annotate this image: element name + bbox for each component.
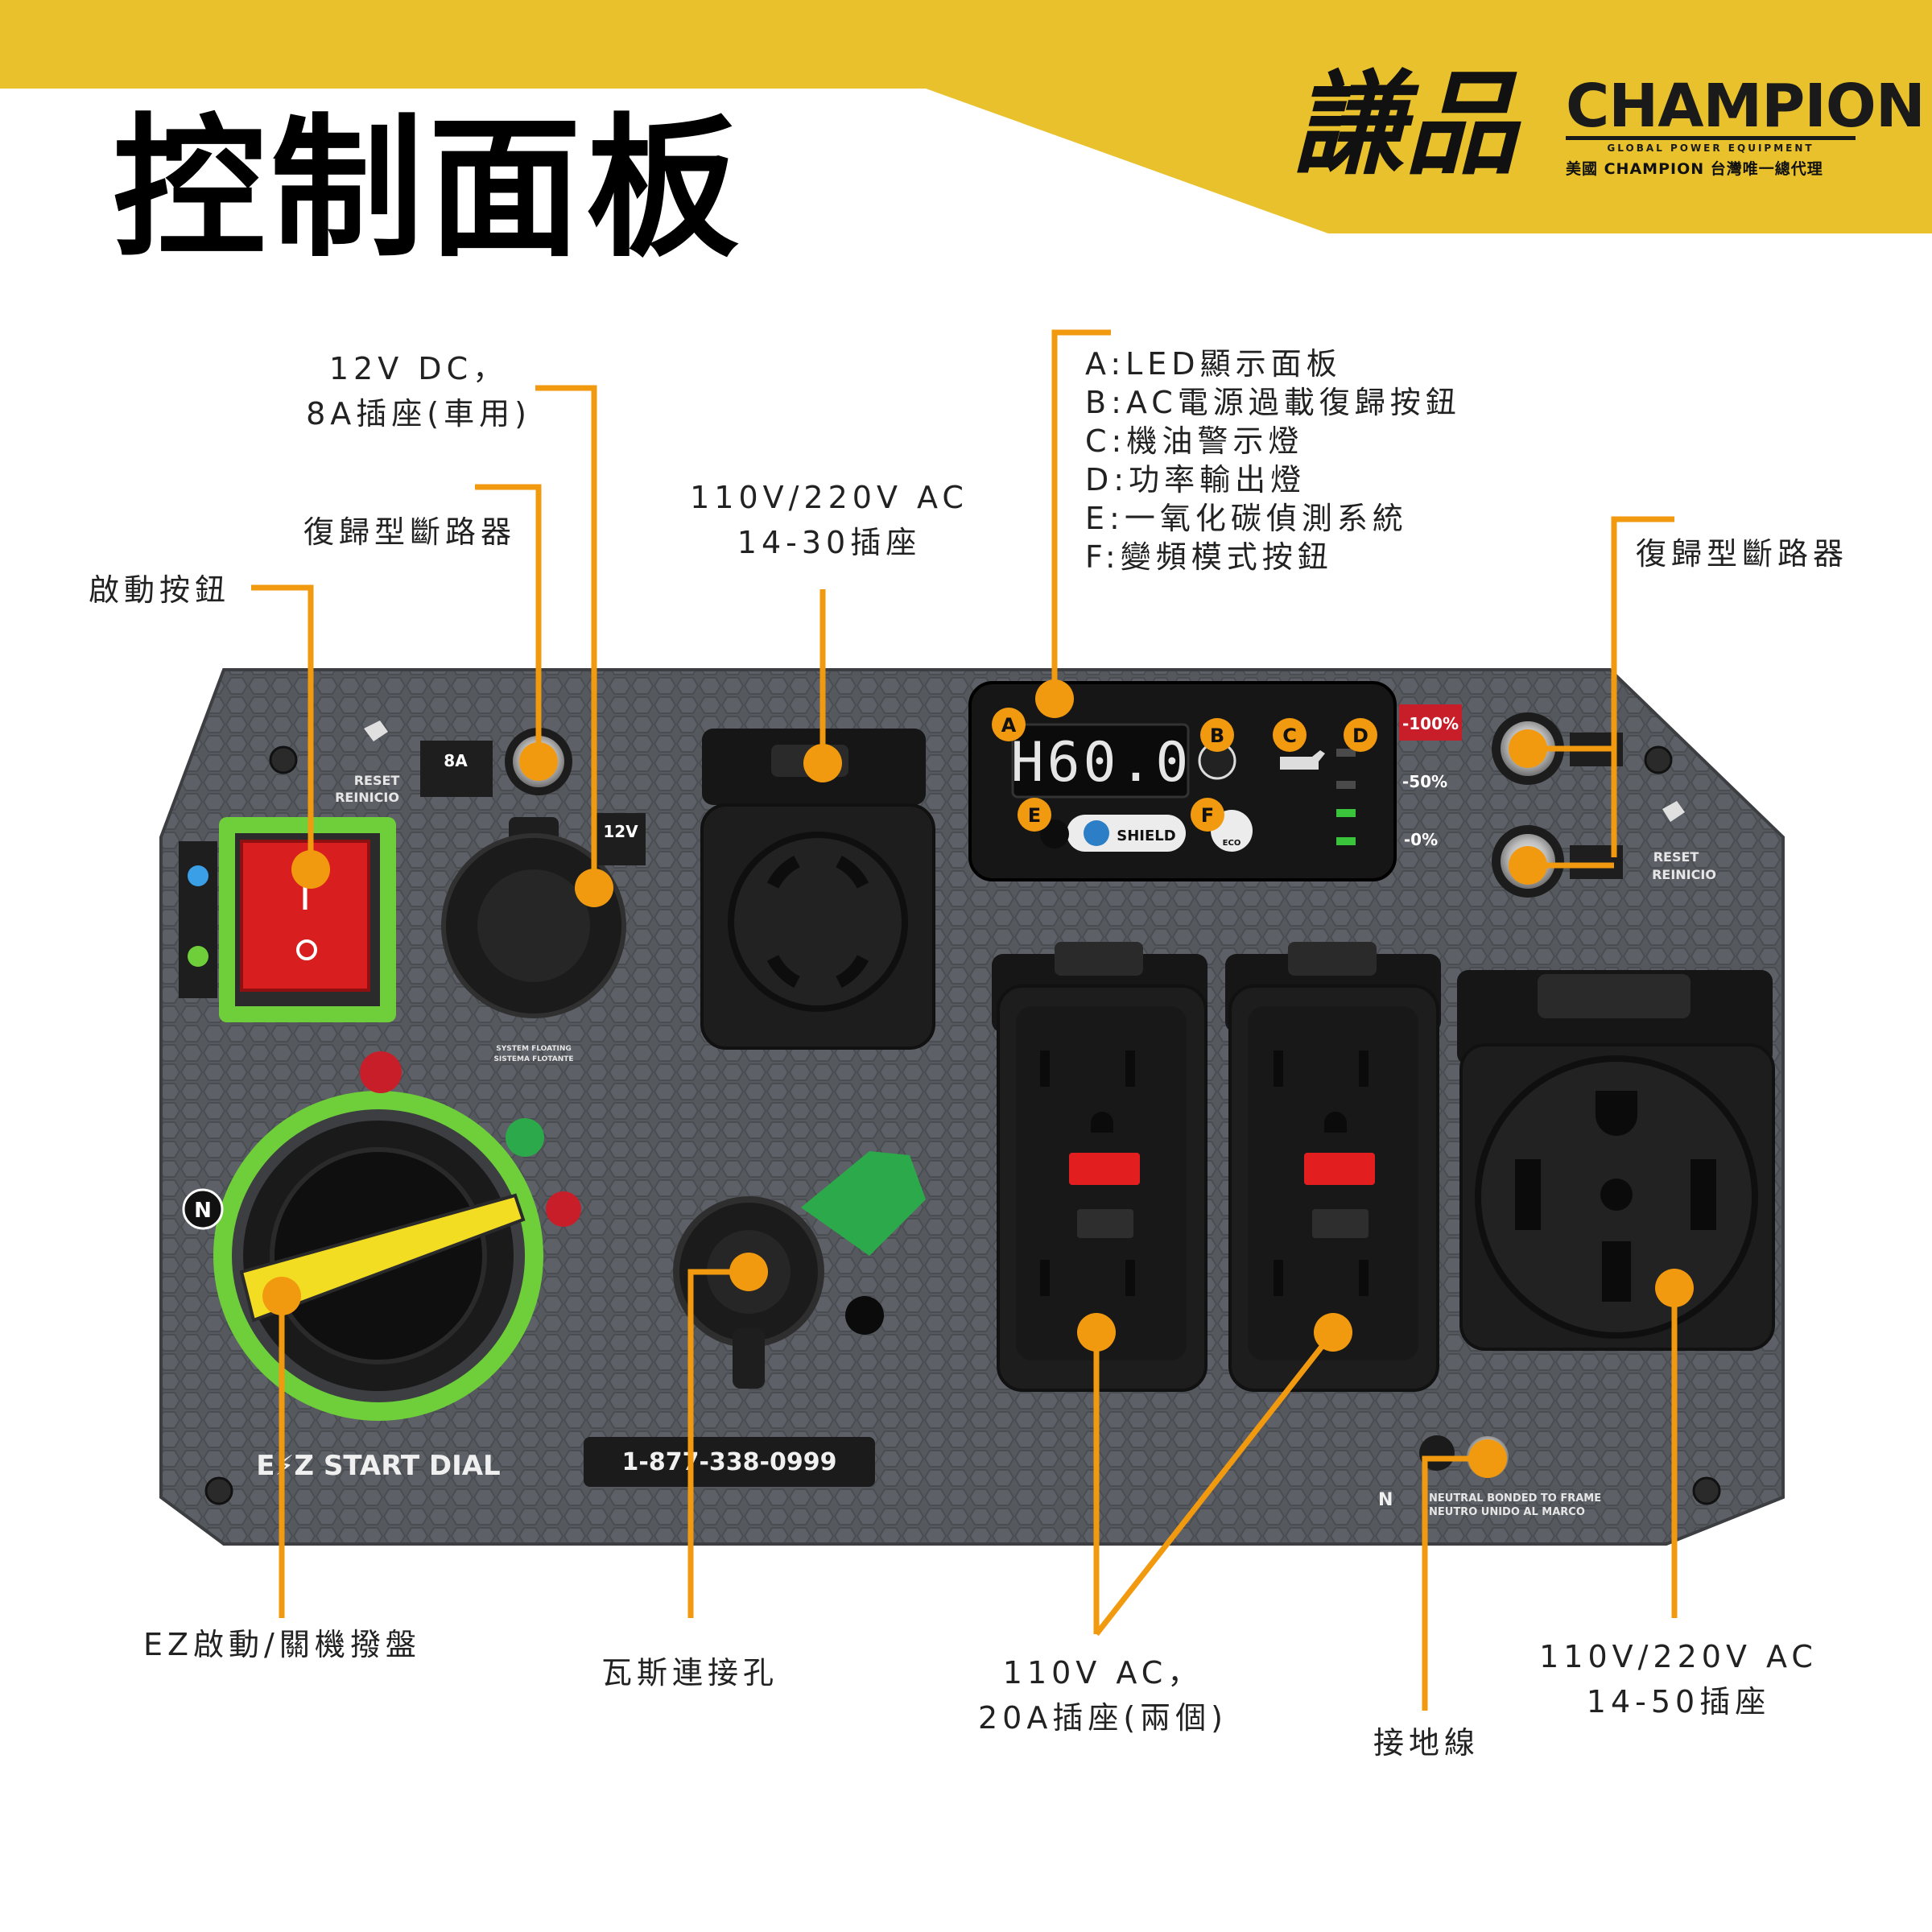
- label-ac-1450: 110V/220V AC 14-50插座: [1517, 1634, 1839, 1724]
- legend-f: F:變頻模式按鈕: [1085, 539, 1333, 575]
- neutral-note-es: NEUTRO UNIDO AL MARCO: [1429, 1506, 1585, 1518]
- label-gas-port: 瓦斯連接孔: [601, 1655, 779, 1690]
- letter-marker-e-label: E: [1028, 804, 1041, 827]
- label-ac-1450-line1: 110V/220V AC: [1539, 1639, 1818, 1674]
- label-dc-outlet: 12V DC， 8A插座(車用): [266, 346, 572, 436]
- dial-off-letter: N: [194, 1199, 212, 1223]
- letter-marker-d-label: D: [1352, 724, 1368, 747]
- screw-icon: [204, 745, 1721, 1505]
- co-shield-label: SHIELD: [1117, 828, 1175, 844]
- power-50-label: -50%: [1402, 772, 1447, 791]
- label-led-legend: A:LED顯示面板 B:AC電源過載復歸按鈕 C:機油警示燈 D:功率輸出燈 E…: [1085, 345, 1461, 576]
- letter-marker-f-label: F: [1201, 804, 1214, 827]
- label-ac-20a: 110V AC， 20A插座(兩個): [942, 1650, 1264, 1740]
- label-ac-1450-line2: 14-50插座: [1586, 1684, 1771, 1719]
- brand-tagline: GLOBAL POWER EQUIPMENT: [1607, 142, 1814, 154]
- ez-start-dial[interactable]: [213, 1091, 543, 1421]
- reset-label-right-en: RESET: [1653, 849, 1699, 865]
- label-ac-1430-line2: 14-30插座: [737, 525, 922, 560]
- label-ac-1430: 110V/220V AC 14-30插座: [660, 475, 998, 565]
- co-sensor-indicator: [1040, 819, 1069, 848]
- header-banner: [0, 0, 1932, 233]
- neutral-n-symbol: N: [1378, 1490, 1393, 1510]
- led-readout: H60.0: [1011, 731, 1192, 795]
- label-start-button: 啟動按鈕: [89, 572, 231, 608]
- page-title: 控制面板: [113, 100, 745, 278]
- label-breaker-left: 復歸型斷路器: [303, 514, 517, 550]
- letter-marker-c: [1273, 718, 1307, 752]
- support-phone-number: 1-877-338-0999: [622, 1448, 837, 1476]
- reset-hand-icon: [364, 720, 388, 741]
- letter-marker-f: [1191, 798, 1224, 832]
- gfci-outlet-20a-2[interactable]: [1225, 942, 1441, 1392]
- dc-voltage-label: 12V: [603, 822, 638, 841]
- reset-label-right-es: REINICIO: [1652, 867, 1716, 882]
- co-shield-badge: [1067, 815, 1186, 852]
- start-rocker-switch[interactable]: [219, 817, 396, 1022]
- legend-e: E:一氧化碳偵測系統: [1085, 501, 1408, 536]
- gfci-outlet-20a-1[interactable]: [992, 942, 1208, 1392]
- brand-calligraphy-logo: 謙品: [1292, 59, 1518, 191]
- power-100-tag: [1399, 704, 1462, 741]
- legend-a: A:LED顯示面板: [1085, 346, 1342, 382]
- power-0-label: -0%: [1404, 830, 1438, 849]
- brand-agent-text: 美國 CHAMPION 台灣唯一總代理: [1566, 160, 1823, 178]
- reset-label-es: REINICIO: [335, 790, 399, 805]
- fuel-propane-icon: [506, 1118, 544, 1157]
- ez-start-label: E⚡Z START DIAL: [256, 1450, 500, 1482]
- label-breaker-right: 復歸型斷路器: [1636, 536, 1849, 572]
- label-dc-outlet-line1: 12V DC，: [328, 351, 509, 386]
- reset-hand-icon-right: [1662, 801, 1685, 822]
- label-ac-20a-line2: 20A插座(兩個): [978, 1700, 1228, 1736]
- support-phone-tag: [584, 1437, 875, 1487]
- legend-b: B:AC電源過載復歸按鈕: [1085, 385, 1461, 420]
- letter-marker-c-label: C: [1282, 724, 1297, 747]
- outlet-14-50[interactable]: [1457, 970, 1775, 1351]
- letter-marker-e: [1018, 798, 1051, 832]
- callout-lines: [251, 329, 1678, 1711]
- dc-system-note-1: SYSTEM FLOATING: [496, 1045, 572, 1053]
- fuel-off-icon: [546, 1191, 581, 1227]
- dc-voltage-tag: [596, 813, 646, 865]
- reset-label-en: RESET: [354, 773, 400, 788]
- label-ground: 接地線: [1373, 1725, 1480, 1761]
- oil-warning-icon: [1280, 750, 1325, 770]
- fuel-gasoline-icon: [360, 1051, 402, 1093]
- letter-marker-b: [1200, 718, 1234, 752]
- letter-marker-a: [992, 708, 1026, 741]
- dc-system-note-2: SISTEMA FLOTANTE: [493, 1055, 573, 1063]
- letter-marker-d: [1344, 718, 1377, 752]
- dc-12v-socket[interactable]: [441, 817, 626, 1018]
- eco-mode-label: ECO: [1223, 839, 1241, 848]
- neutral-note-en: NEUTRAL BONDED TO FRAME: [1429, 1492, 1601, 1505]
- label-ez-dial: EZ啟動/關機撥盤: [143, 1627, 421, 1662]
- callout-dots: [262, 679, 1694, 1478]
- label-dc-outlet-line2: 8A插座(車用): [306, 396, 531, 431]
- dial-off-marker: [182, 1188, 224, 1230]
- dc-breaker-rating: 8A: [444, 751, 468, 770]
- power-output-leds: [1336, 749, 1356, 845]
- label-ac-1430-line1: 110V/220V AC: [690, 480, 968, 515]
- label-ac-20a-line1: 110V AC，: [1002, 1655, 1203, 1690]
- letter-marker-a-label: A: [1001, 714, 1017, 737]
- power-100-label: -100%: [1402, 714, 1459, 733]
- legend-d: D:功率輸出燈: [1085, 462, 1307, 497]
- dc-breaker-tag: [420, 741, 493, 797]
- start-mode-icons: [179, 841, 217, 998]
- letter-marker-b-label: B: [1210, 724, 1224, 747]
- legend-c: C:機油警示燈: [1085, 423, 1304, 459]
